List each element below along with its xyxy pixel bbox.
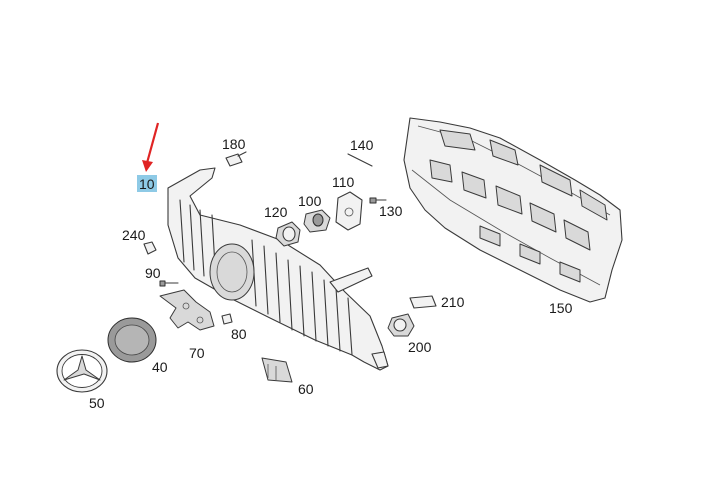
callout-200[interactable]: 200 — [408, 339, 432, 355]
part-210-bracket[interactable] — [409, 295, 437, 309]
callout-150[interactable]: 150 — [549, 300, 573, 316]
part-180-clip[interactable] — [225, 151, 247, 167]
part-60-cover[interactable] — [261, 357, 293, 383]
callout-100[interactable]: 100 — [298, 193, 322, 209]
part-150-shroud[interactable] — [403, 117, 623, 303]
callout-80[interactable]: 80 — [231, 326, 247, 342]
callout-140[interactable]: 140 — [350, 137, 374, 153]
callout-210[interactable]: 210 — [441, 294, 465, 310]
part-120-holder[interactable] — [275, 221, 301, 247]
callout-10-highlight — [137, 175, 157, 192]
part-240-clip[interactable] — [143, 241, 157, 255]
callout-120[interactable]: 120 — [264, 204, 288, 220]
part-200-sensor[interactable] — [387, 313, 415, 337]
part-10-grille[interactable] — [167, 167, 389, 371]
part-50-star-emblem[interactable] — [56, 349, 108, 393]
callout-180[interactable]: 180 — [222, 136, 246, 152]
part-130-bolt[interactable] — [369, 197, 387, 204]
part-100-sensor[interactable] — [303, 209, 331, 233]
callout-110[interactable]: 110 — [332, 174, 355, 190]
part-40-emblem-disc[interactable] — [107, 317, 157, 363]
part-140-leader — [347, 153, 373, 167]
part-80-clip[interactable] — [221, 313, 233, 325]
callout-60[interactable]: 60 — [298, 381, 314, 397]
part-110-bracket[interactable] — [335, 191, 363, 231]
part-90-screw[interactable] — [159, 280, 179, 287]
callout-50[interactable]: 50 — [89, 395, 105, 411]
part-70-bracket[interactable] — [159, 289, 215, 331]
callout-10[interactable]: 10 — [139, 176, 155, 192]
callout-40[interactable]: 40 — [152, 359, 168, 375]
callout-240[interactable]: 240 — [122, 227, 146, 243]
callout-90[interactable]: 90 — [145, 265, 161, 281]
callout-arrow — [142, 122, 160, 172]
callout-130[interactable]: 130 — [379, 203, 403, 219]
callout-70[interactable]: 70 — [189, 345, 205, 361]
